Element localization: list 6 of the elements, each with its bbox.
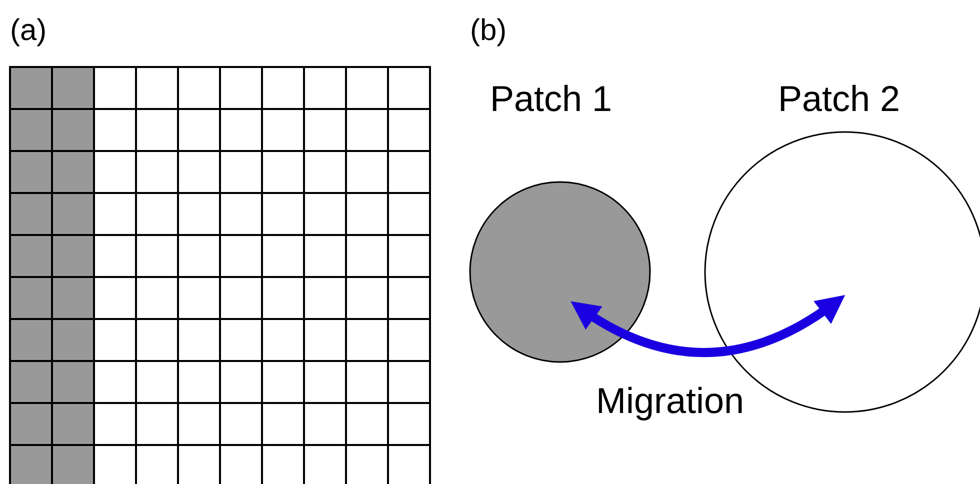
- edge-label: Migration: [596, 380, 744, 422]
- patch-heading: Patch 2: [778, 78, 900, 120]
- panel-label: (b): [470, 14, 507, 48]
- patch-heading: Patch 1: [490, 78, 612, 120]
- panel-label: (a): [10, 14, 47, 48]
- migration-arrow: [570, 295, 846, 357]
